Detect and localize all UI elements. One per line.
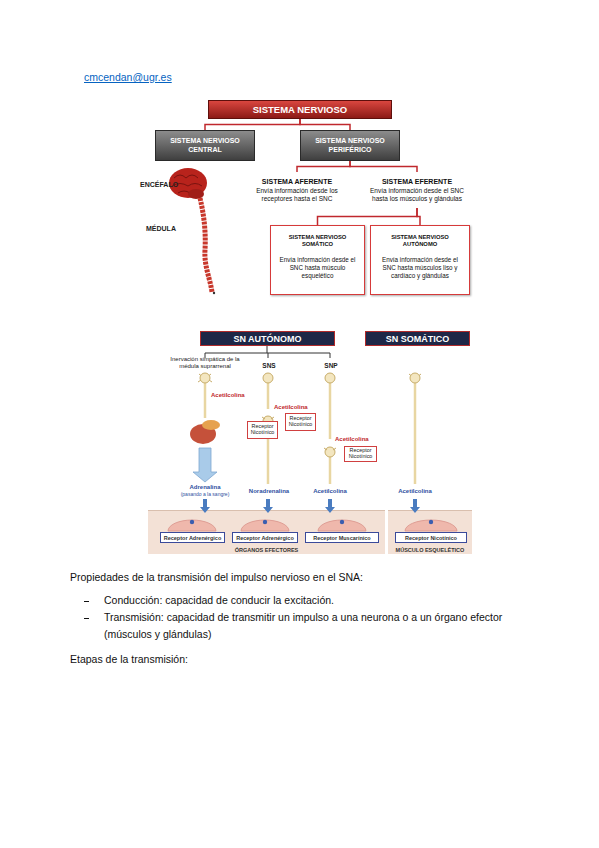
branch-label: SNS [257,362,281,369]
paragraph: Propiedades de la transmisión del impuls… [70,569,570,586]
neurotransmitter-label: Acetilcolina [335,436,369,442]
neurotransmitter-label: Adrenalina [175,484,235,490]
receptor-box: Receptor Nicotínico [247,421,278,439]
bullet-dash [84,618,89,619]
neurotransmitter-label: Noradrenalina [241,488,297,494]
neurotransmitter-label: Acetilcolina [389,488,441,494]
tree-connector [318,208,418,225]
box-heading: SISTEMA NERVIOSO CENTRAL [160,137,250,153]
neuron [324,373,336,484]
subsystem-box: SISTEMA NERVIOSO SOMÁTICO Envía informaci… [270,225,365,295]
tree-connector [300,119,350,130]
part-label: ENCÉFALO [140,181,178,188]
effector-band: ÓRGANOS EFECTORES Receptor Adrenérgico Rec… [148,510,385,554]
neurotransmitter-label: Acetilcolina [274,404,308,410]
bullet-item: Conducción: capacidad de conducir la exc… [104,592,564,609]
box-heading: ÓRGANOS EFECTORES [148,547,385,553]
box-heading: SISTEMA AFERENTE [262,178,332,186]
neuron [198,373,212,418]
part-label: MÉDULA [146,225,176,232]
box-heading: Receptor Nicotínico [249,424,276,436]
neurotransmitter-label: Acetilcolina [211,392,245,398]
blood-arrow [193,448,217,482]
paragraph: Etapas de la transmisión: [70,651,470,668]
box-heading: Receptor Adrenérgico [233,535,297,541]
effector-band: MÚSCULO ESQUELÉTICO Receptor Nicotínico [388,510,472,554]
section-header: SN AUTÓNOMO [200,331,335,346]
box-heading: SN SOMÁTICO [386,334,450,344]
bullet-dash [84,601,89,602]
box-heading: Receptor Nicotínico [346,448,375,460]
box-body: Envía información desde el SNC hasta los… [364,187,470,203]
receptor-box: Receptor Nicotínico [285,413,316,431]
receptor-box: Receptor Nicotínico [344,446,377,462]
box-heading: SISTEMA NERVIOSO SOMÁTICO [277,234,358,248]
subsystem-box: SISTEMA NERVIOSO AUTÓNOMO Envía informaci… [370,225,470,295]
neurotransmitter-label: Acetilcolina [304,488,356,494]
email-link: cmcendan@ugr.es [84,71,172,83]
branch-text-node: SISTEMA EFERENTEEnvía información desde … [364,172,470,208]
tree-connector [297,161,350,172]
branch-label: Inervación simpática de la médula suprar… [163,356,247,370]
box-heading: SISTEMA NERVIOSO PERIFÉRICO [305,137,395,153]
adrenal-gland-illustration [190,420,220,444]
spine-illustration [200,198,212,292]
division-box: SISTEMA NERVIOSO PERIFÉRICO [300,130,400,161]
box-heading: Receptor Nicotínico [287,416,314,428]
box-heading: SN AUTÓNOMO [233,334,301,344]
box-heading: SISTEMA NERVIOSO [253,104,348,115]
neuron [409,373,421,484]
branch-text-node: SISTEMA AFERENTEEnvía información desde … [248,172,346,208]
bullet-item: Transmisión: capacidad de transmitir un … [104,609,522,643]
division-box: SISTEMA NERVIOSO CENTRAL [155,130,255,161]
root-box: SISTEMA NERVIOSO [208,100,392,119]
box-heading: SISTEMA EFERENTE [382,178,452,186]
receptor-box: Receptor Nicotínico [395,532,467,543]
note: (pasando a la sangre) [168,491,242,497]
box-heading: Receptor Muscarínico [306,535,378,541]
box-body: Envía información desde los receptores h… [248,187,346,203]
box-heading: SISTEMA NERVIOSO AUTÓNOMO [377,234,463,248]
receptor-box: Receptor Adrenérgico [160,532,225,543]
box-heading: MÚSCULO ESQUELÉTICO [388,547,472,553]
box-heading: Receptor Adrenérgico [161,535,224,541]
box-body: Envía información desde el SNC hasta mús… [377,256,463,280]
branch-label: SNP [319,362,343,369]
box-heading: Receptor Nicotínico [396,535,466,541]
tree-connector [350,161,417,172]
tree-connector [417,208,420,225]
tree-connector [205,119,300,130]
box-body: Envía información desde el SNC hasta mús… [277,256,358,280]
section-header: SN SOMÁTICO [365,331,470,346]
receptor-box: Receptor Muscarínico [305,532,379,543]
receptor-box: Receptor Adrenérgico [232,532,298,543]
